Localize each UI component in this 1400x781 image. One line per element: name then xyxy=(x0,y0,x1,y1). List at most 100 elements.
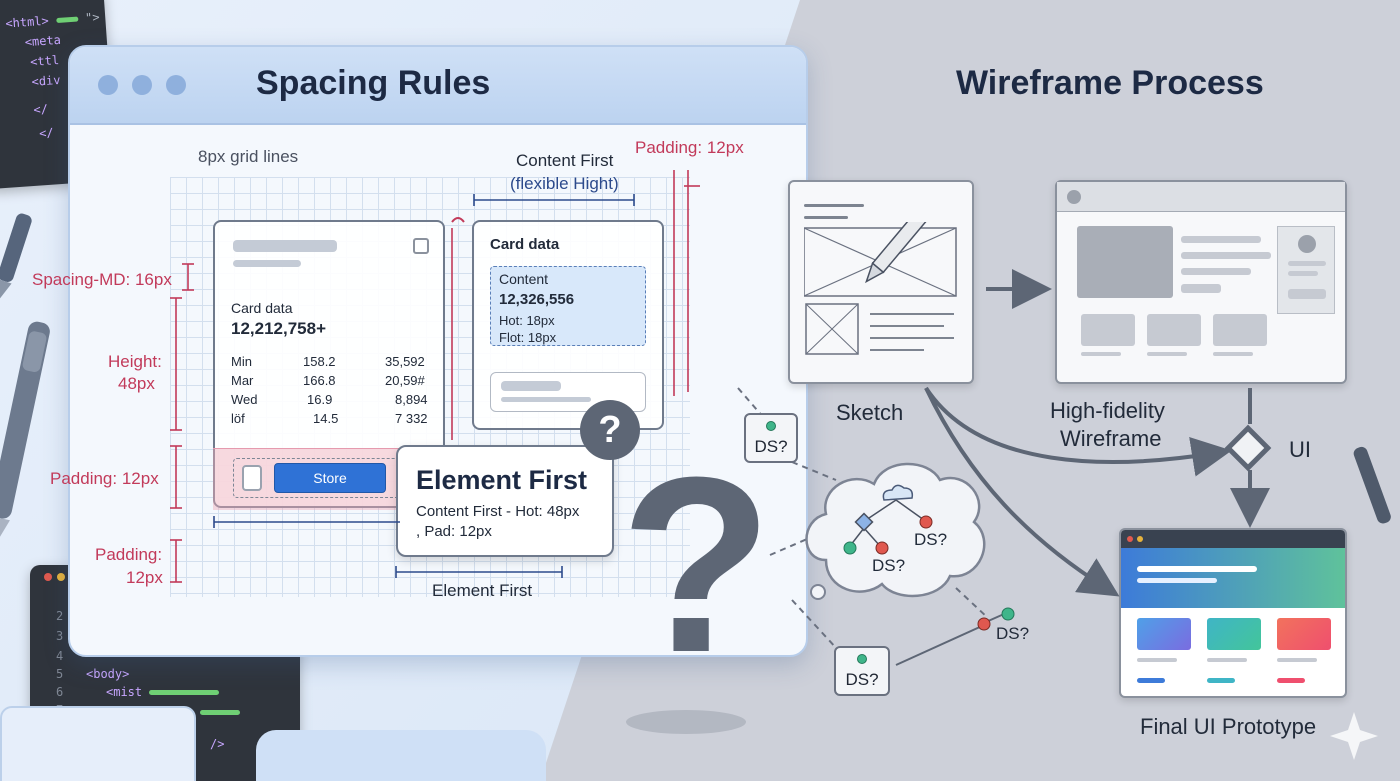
bottom-panel xyxy=(0,706,196,781)
pencil-icon xyxy=(865,222,936,284)
hifi-image xyxy=(1077,226,1173,298)
pen-icon xyxy=(1353,446,1391,524)
sketch-line xyxy=(804,216,848,219)
status-dot xyxy=(857,654,867,664)
wireframe-process-title: Wireframe Process xyxy=(956,64,1264,102)
table-row-val: 35,592 xyxy=(385,354,425,369)
line-number: 3 xyxy=(56,629,64,643)
ds-node: DS? xyxy=(834,646,890,696)
element-first-label: Element First xyxy=(432,581,533,600)
placeholder-bar xyxy=(501,397,591,402)
decision-diamond-icon xyxy=(1224,424,1272,472)
flexible-height-label: (flexible Hight) xyxy=(510,174,619,193)
content-label: Content xyxy=(499,271,549,287)
question-bubble-icon: ? xyxy=(580,400,640,460)
avatar xyxy=(1298,235,1316,253)
button-container: Store xyxy=(233,458,409,498)
hifi-line xyxy=(1181,252,1271,259)
window-dot xyxy=(98,75,118,95)
card-value: 12,212,758+ xyxy=(231,319,327,338)
sparkle-icon xyxy=(1330,712,1378,760)
popup-line: , Pad: 12px xyxy=(416,523,492,540)
ds-label: DS? xyxy=(754,437,788,456)
hero-line xyxy=(1137,566,1257,572)
hifi-line xyxy=(1288,271,1318,276)
hot-value: Hot: 18px xyxy=(499,313,555,328)
ds-label: DS? xyxy=(914,530,948,549)
checkbox[interactable] xyxy=(242,465,262,491)
table-row-day: Wed xyxy=(231,392,258,407)
hifi-card xyxy=(1213,314,1267,346)
padding-label: Padding: 12px xyxy=(635,138,744,157)
prototype-line xyxy=(1137,678,1165,683)
height-value: 48px xyxy=(118,374,155,393)
sketch-line xyxy=(804,204,864,207)
status-dot xyxy=(766,421,776,431)
arrow-to-ui xyxy=(924,386,1232,477)
pen-icon xyxy=(0,321,50,550)
table-row-val: 7 332 xyxy=(395,411,428,426)
content-box: Content 12,326,556 Hot: 18px Flot: 18px xyxy=(490,266,646,346)
table-row-day: Min xyxy=(231,354,252,369)
prototype-line xyxy=(1207,678,1235,683)
hero-line xyxy=(1137,578,1217,583)
code-line: <body> xyxy=(86,667,130,681)
final-ui-label: Final UI Prototype xyxy=(1140,714,1317,739)
prototype-line xyxy=(1137,658,1177,662)
hifi-line xyxy=(1181,268,1251,275)
hifi-label: Wireframe xyxy=(1060,426,1162,451)
prototype-line xyxy=(1277,678,1305,683)
expand-icon[interactable] xyxy=(413,238,429,254)
hifi-line xyxy=(1181,284,1221,293)
table-row-day: Mar xyxy=(231,373,254,388)
placeholder-bar xyxy=(233,240,337,252)
table-row-val: 158.2 xyxy=(303,354,336,369)
hifi-dot xyxy=(1067,190,1081,204)
hifi-line xyxy=(1288,289,1326,299)
placeholder-bar xyxy=(501,381,561,391)
height-label: Height: xyxy=(108,352,162,371)
table-row-val: 8,894 xyxy=(395,392,428,407)
line-number: 4 xyxy=(56,649,64,663)
spacing-rules-title: Spacing Rules xyxy=(256,64,491,102)
grid-label: 8px grid lines xyxy=(198,147,299,166)
card-label: Card data xyxy=(231,300,293,316)
hifi-sidebar xyxy=(1277,226,1335,314)
prototype-line xyxy=(1277,658,1317,662)
popup-line: Content First - Hot: 48px xyxy=(416,503,580,520)
hifi-card xyxy=(1147,314,1201,346)
padding-label: Padding: 12px xyxy=(50,469,159,488)
table-row-day: löf xyxy=(231,411,245,426)
window-dot xyxy=(132,75,152,95)
padding-value: 12px xyxy=(126,568,163,587)
prototype-card xyxy=(1207,618,1261,650)
window-dot xyxy=(1137,536,1143,542)
prototype-line xyxy=(1207,658,1247,662)
prototype-card xyxy=(1277,618,1331,650)
hifi-header xyxy=(1057,182,1345,212)
browser-title-bar xyxy=(70,47,806,125)
hifi-card xyxy=(1081,314,1135,346)
hifi-line xyxy=(1181,236,1261,243)
ds-label: DS? xyxy=(996,624,1030,643)
hifi-line xyxy=(1147,352,1187,356)
sketch-drawing xyxy=(804,222,957,355)
spacing-md-label: Spacing-MD: 16px xyxy=(32,270,172,289)
padding-label: Padding: xyxy=(95,545,163,564)
table-row-val: 16.9 xyxy=(307,392,333,407)
hifi-line xyxy=(1288,261,1326,266)
flot-value: Flot: 18px xyxy=(499,330,557,345)
store-button[interactable]: Store xyxy=(274,463,386,493)
hifi-label: High-fidelity xyxy=(1050,398,1165,423)
final-ui-prototype xyxy=(1119,528,1347,698)
ds-label: DS? xyxy=(872,556,906,575)
card-label: Card data xyxy=(490,236,560,253)
prototype-hero xyxy=(1121,548,1345,608)
sketch-wireframe xyxy=(788,180,974,384)
arrow-to-prototype xyxy=(924,387,1120,597)
ds-node: DS? xyxy=(744,413,798,463)
window-dot xyxy=(166,75,186,95)
table-row-val: 20,59# xyxy=(385,373,425,388)
